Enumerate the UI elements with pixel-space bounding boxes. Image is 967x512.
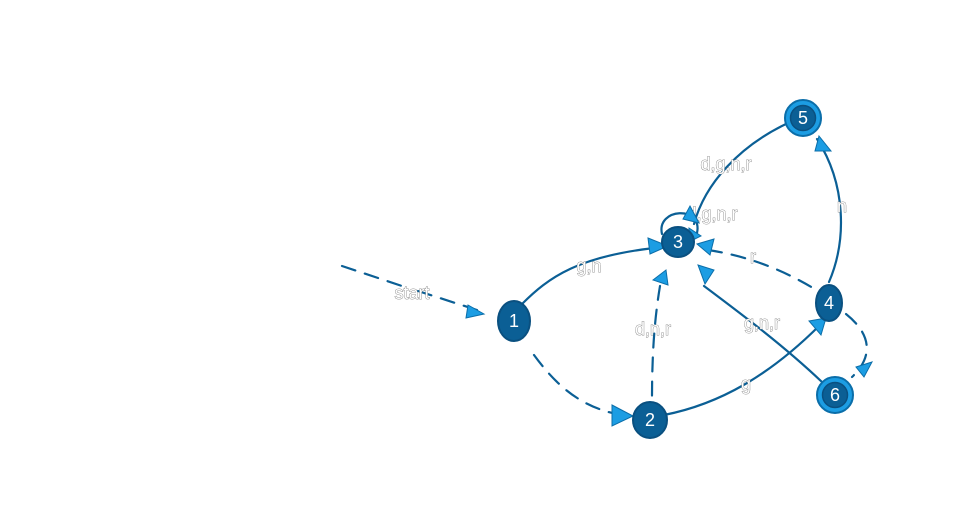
- edge-3-to-2-arrowhead: [651, 269, 669, 286]
- node-1-label: 1: [509, 311, 519, 331]
- edge-4-to-6: [844, 312, 868, 379]
- node-4-label: 4: [824, 293, 834, 313]
- node-5: 5: [784, 99, 822, 137]
- node-2: 2: [632, 401, 668, 439]
- node-2-label: 2: [645, 410, 655, 430]
- edge-1-to-3: [520, 245, 666, 306]
- node-3: 3: [661, 226, 695, 258]
- edge-3-to-2-label: d,n,r: [635, 319, 671, 339]
- node-4: 4: [815, 284, 843, 322]
- node-6: 6: [816, 376, 854, 414]
- edge-3-to-4: [706, 248, 820, 293]
- edge-3-to-5-arrowhead: [682, 204, 700, 224]
- edge-1-to-3-arrowhead: [647, 237, 670, 255]
- node-1: 1: [497, 300, 531, 342]
- edge-1-to-3-label: g,n: [576, 256, 601, 276]
- edge-3-to-4-label: r: [750, 247, 756, 267]
- edge-3-to-4-arrowhead: [695, 238, 715, 256]
- node-6-label: 6: [830, 385, 840, 405]
- start-label: start: [394, 283, 429, 303]
- edge-3-to-5-label: d,g,n,r: [700, 154, 751, 174]
- edge-3-loop: [660, 212, 699, 236]
- node-5-label: 5: [798, 108, 808, 128]
- edge-6-to-3-arrowhead: [697, 264, 715, 286]
- start-edge: [340, 264, 479, 312]
- edge-4-to-5-label: n: [837, 196, 847, 216]
- edge-6-to-3: [702, 284, 824, 384]
- edge-4-to-5-arrowhead: [814, 134, 833, 152]
- edge-2-to-4: [662, 323, 822, 417]
- node-3-label: 3: [673, 232, 683, 252]
- edge-6-to-3-label: g,n,r: [744, 313, 780, 333]
- edge-4-to-5: [815, 137, 842, 284]
- edge-3-to-5: [692, 122, 788, 226]
- start-arrowhead: [465, 304, 486, 319]
- edge-1-to-2-arrowhead: [611, 404, 635, 427]
- edge-4-to-6-arrowhead: [855, 361, 874, 378]
- edge-3-to-2: [650, 284, 662, 400]
- edge-2-to-4-label: g: [741, 374, 751, 394]
- edge-2-to-4-arrowhead: [808, 317, 827, 337]
